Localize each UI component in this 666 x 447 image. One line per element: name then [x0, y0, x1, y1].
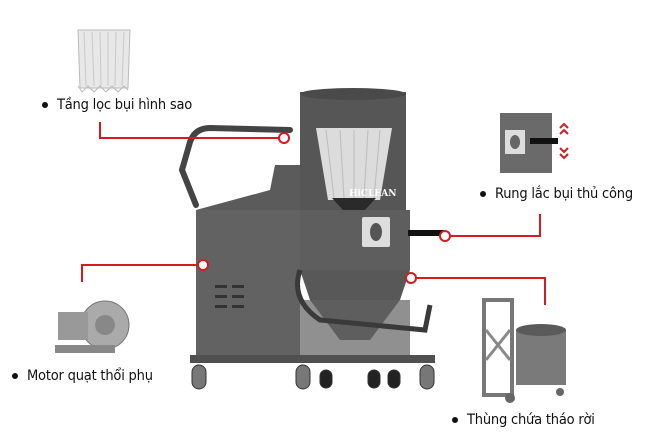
blower-motor-image — [55, 300, 130, 353]
shaker-rod — [408, 230, 444, 236]
callout-removable-bin: Thùng chứa tháo rời — [452, 412, 595, 428]
callout-manual-shaker: Rung lắc bụi thủ công — [480, 186, 633, 202]
star-filter-image — [77, 29, 131, 93]
callout-blower-motor: Motor quạt thổi phụ — [12, 368, 153, 384]
machine-body: HiCLEAN — [190, 88, 444, 363]
bullet-icon — [452, 417, 458, 423]
cart-handle — [178, 124, 293, 208]
bullet-icon — [12, 373, 18, 379]
callout-lines — [81, 122, 546, 305]
wheels — [191, 364, 435, 390]
bullet-icon — [42, 102, 48, 108]
brand-logo: HiCLEAN — [349, 189, 396, 199]
bullet-icon — [480, 191, 486, 197]
shaker-image — [500, 113, 569, 173]
dust-bin-image — [482, 298, 566, 403]
callout-label: Rung lắc bụi thủ công — [495, 186, 633, 202]
callout-label: Tầng lọc bụi hình sao — [57, 97, 193, 113]
callout-label: Motor quạt thổi phụ — [27, 368, 153, 384]
callout-star-filter: Tầng lọc bụi hình sao — [42, 97, 192, 113]
callout-label: Thùng chứa tháo rời — [467, 412, 595, 428]
